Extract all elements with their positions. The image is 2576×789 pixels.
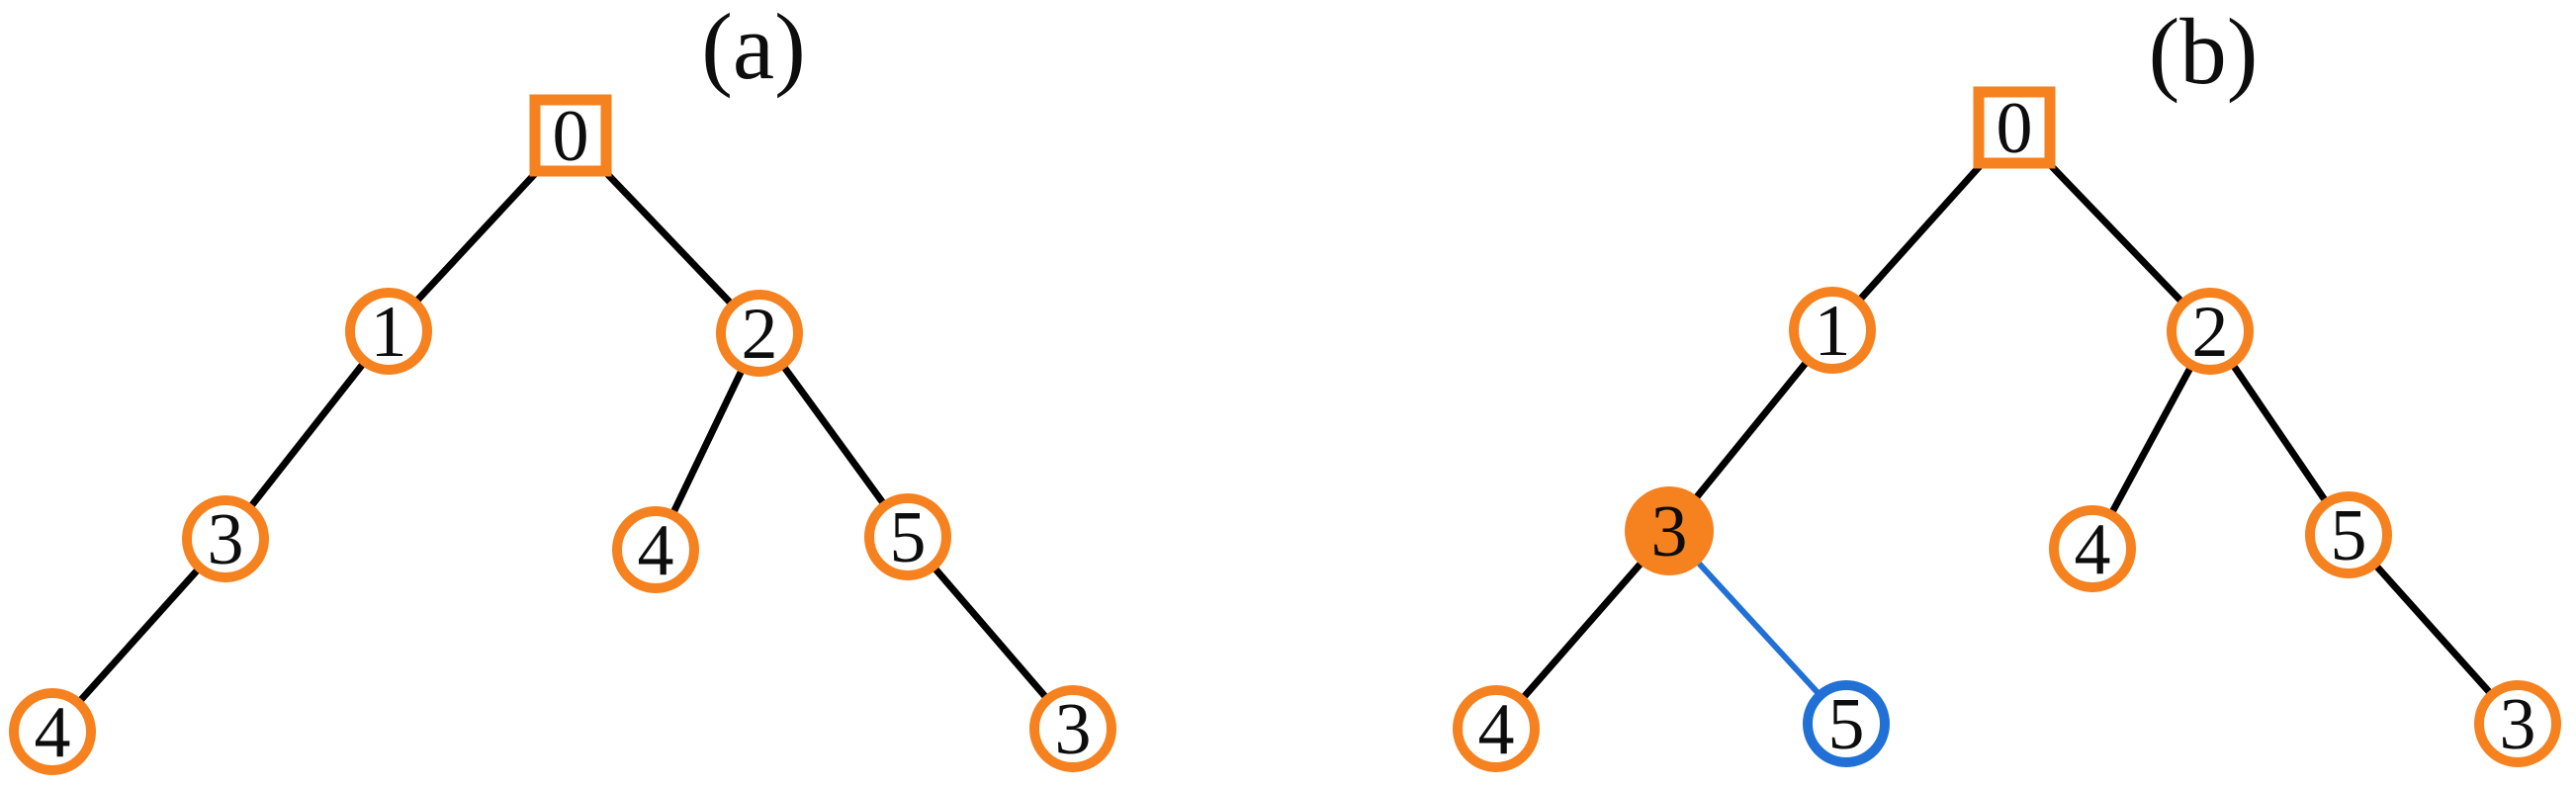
panel-b: (b) 0 1	[1453, 0, 2561, 772]
node-a-3-right: 3	[1029, 685, 1116, 772]
node-a-2: 2	[716, 290, 803, 377]
node-b-3-filled-circle	[1625, 486, 1714, 575]
panel-a: (a) 0 1	[9, 0, 1116, 775]
node-a-2-label: 2	[742, 294, 778, 375]
node-a-4-mid-circle	[612, 506, 699, 593]
node-b-5-blue-label: 5	[1828, 684, 1865, 765]
node-a-1-circle	[345, 288, 432, 375]
node-a-4-left: 4	[9, 688, 96, 775]
node-a-4-left-circle	[9, 688, 96, 775]
node-a-2-circle	[716, 290, 803, 377]
node-a-root-label: 0	[553, 96, 589, 177]
node-a-5-circle	[864, 493, 951, 580]
node-a-root: 0	[529, 94, 612, 177]
node-b-4-mid-circle	[2049, 505, 2136, 592]
node-b-4-left-label: 4	[1478, 689, 1515, 770]
node-a-4-left-label: 4	[35, 692, 71, 773]
node-b-2-label: 2	[2192, 292, 2229, 373]
node-b-4-mid: 4	[2049, 505, 2136, 592]
panel-b-label: (b)	[2149, 0, 2259, 104]
node-b-1-circle	[1789, 287, 1876, 374]
node-a-1-label: 1	[371, 292, 407, 373]
node-b-root-square	[1973, 86, 2056, 169]
node-b-root: 0	[1973, 86, 2056, 169]
node-b-5: 5	[2305, 491, 2392, 578]
panel-a-edges	[48, 132, 1077, 736]
node-b-5-label: 5	[2331, 495, 2367, 576]
node-a-3-right-circle	[1029, 685, 1116, 772]
node-b-root-label: 0	[1997, 88, 2033, 169]
node-b-3-highlighted: 3	[1625, 486, 1714, 575]
node-b-3-right: 3	[2474, 680, 2561, 767]
node-a-3: 3	[182, 495, 269, 582]
node-a-5-label: 5	[890, 497, 927, 578]
node-a-3-right-label: 3	[1055, 689, 1092, 770]
node-a-4-mid: 4	[612, 506, 699, 593]
node-b-2: 2	[2167, 288, 2254, 375]
node-a-5: 5	[864, 493, 951, 580]
node-b-5-circle	[2305, 491, 2392, 578]
node-b-5-blue: 5	[1803, 680, 1890, 767]
node-b-3-right-circle	[2474, 680, 2561, 767]
panel-b-edges	[1492, 124, 2522, 733]
node-a-4-mid-label: 4	[638, 510, 674, 591]
node-b-1-label: 1	[1815, 291, 1851, 372]
panel-b-nodes: 0 1 2 3 4	[1453, 86, 2561, 772]
node-b-5-blue-circle	[1803, 680, 1890, 767]
node-b-2-circle	[2167, 288, 2254, 375]
panel-a-label: (a)	[701, 0, 805, 99]
node-b-3-label: 3	[1651, 491, 1688, 572]
node-a-3-circle	[182, 495, 269, 582]
node-b-4-left-circle	[1453, 685, 1540, 772]
node-a-3-label: 3	[208, 499, 244, 580]
node-a-root-square	[529, 94, 612, 177]
edge-a-1-3	[222, 327, 393, 543]
panel-a-nodes: 0 1 2 3 4	[9, 94, 1116, 775]
node-b-3-right-label: 3	[2500, 684, 2536, 765]
node-b-1: 1	[1789, 287, 1876, 374]
node-a-1: 1	[345, 288, 432, 375]
node-b-4-mid-label: 4	[2075, 509, 2111, 590]
node-b-4-left: 4	[1453, 685, 1540, 772]
